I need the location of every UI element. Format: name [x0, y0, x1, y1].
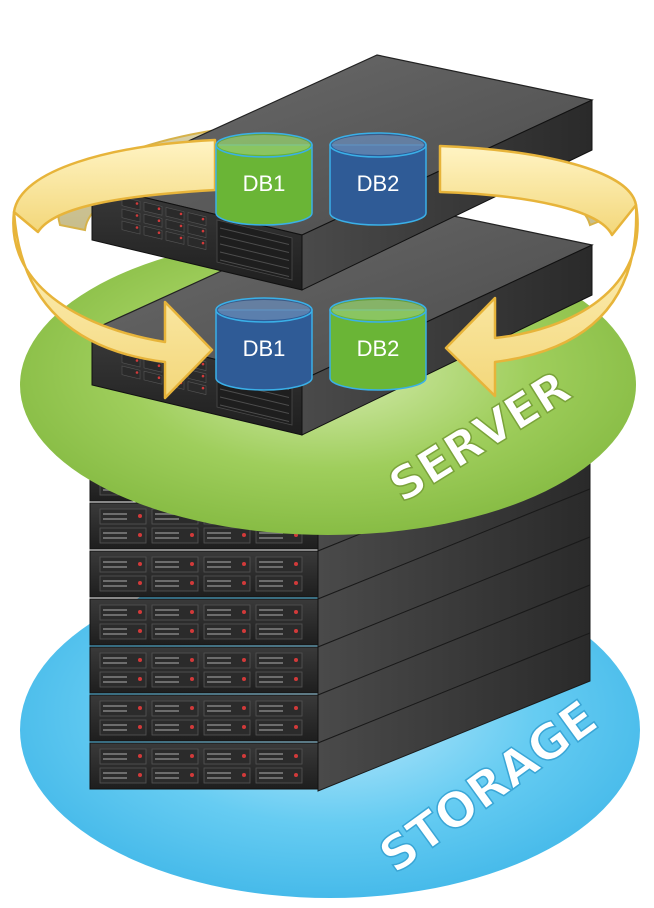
replication-arrow-top-right [438, 144, 638, 237]
drive-bay [121, 365, 141, 380]
drive-bay [121, 196, 141, 211]
drive-bay [187, 224, 207, 238]
top-db-cylinder: DB1 [215, 132, 313, 226]
drive-bay [165, 207, 185, 221]
drive-bay [187, 236, 207, 250]
drive-bay [143, 370, 163, 385]
drive-bay [143, 358, 163, 373]
drive-bay [121, 208, 141, 223]
storage-unit [89, 584, 591, 744]
top-db-label: DB2 [357, 171, 400, 196]
drive-bay [187, 381, 207, 395]
drive-bay [143, 225, 163, 240]
storage-unit [89, 536, 591, 696]
drive-bay [121, 220, 141, 235]
bottom-db-cylinder: DB1 [215, 297, 313, 391]
drive-bay [187, 212, 207, 226]
bottom-db-label: DB2 [357, 336, 400, 361]
top-db-cylinder: DB2 [329, 132, 427, 226]
drive-bay [143, 213, 163, 228]
drive-bay [143, 201, 163, 216]
storage-unit [89, 488, 591, 648]
bottom-db-cylinder: DB2 [329, 297, 427, 391]
storage-unit [89, 632, 591, 792]
bottom-db-label: DB1 [243, 336, 286, 361]
replication-arrow-left [12, 210, 214, 400]
top-db-label: DB1 [243, 171, 286, 196]
drive-bay [165, 219, 185, 233]
replication-arrow-right [444, 203, 639, 398]
drive-bay [165, 231, 185, 245]
replication-arrow-top-left [12, 138, 217, 234]
